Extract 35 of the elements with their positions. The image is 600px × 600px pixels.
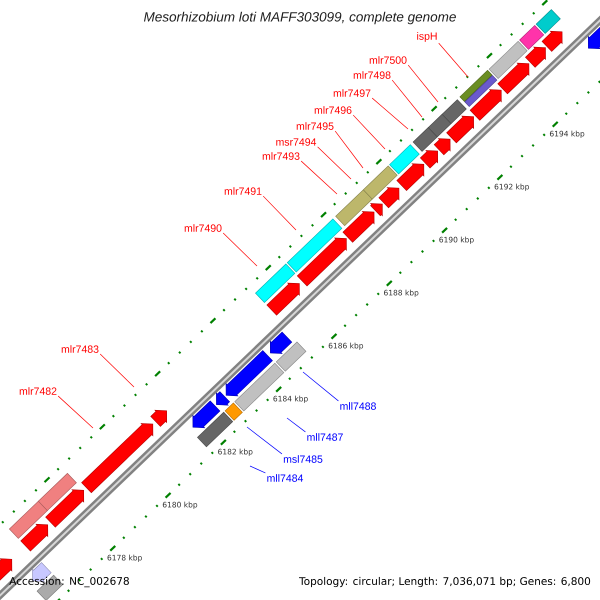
gene-label: mlr7496 [314, 106, 352, 114]
gene-label: mll7484 [267, 474, 304, 482]
gene-label: mll7488 [340, 402, 376, 410]
gene-label: mlr7491 [224, 187, 262, 195]
leader-line [250, 466, 266, 474]
leader-line [286, 418, 306, 432]
gene-label: msl7485 [284, 455, 322, 463]
leader-line [372, 98, 408, 130]
gene-label: mlr7483 [62, 345, 98, 353]
genome-info-text: Topology: circular; Length: 7,036,071 bp; Genes: 6,800 [299, 576, 590, 588]
leader-line [222, 232, 258, 266]
accession-text: Accession: NC_002678 [9, 576, 129, 588]
leader-line [302, 372, 339, 402]
gene-label: mlr7495 [296, 122, 334, 130]
leader-line [58, 396, 94, 428]
leader-line [438, 42, 468, 78]
leader-line [300, 160, 338, 194]
leader-line [392, 80, 422, 118]
gene-label: mlr7490 [184, 224, 222, 232]
leader-line [408, 64, 438, 102]
gene-label: mlr7493 [262, 152, 300, 160]
leader-line [317, 146, 352, 180]
gene-label: mlr7482 [20, 387, 56, 395]
gene-label: mll7487 [307, 433, 343, 441]
leader-line [246, 426, 282, 454]
leader-line [262, 196, 296, 230]
gene-label: mlr7497 [334, 89, 370, 97]
leader-line [352, 114, 386, 150]
title: Mesorhizobium loti MAFF303099, complete genome [144, 12, 456, 24]
leader-line [334, 130, 364, 168]
gene-label: mlr7498 [354, 71, 390, 79]
gene-label: ispH [417, 32, 437, 42]
leader-line [100, 354, 134, 388]
gene-label: mlr7500 [370, 56, 407, 64]
gene-label: msr7494 [276, 138, 316, 146]
